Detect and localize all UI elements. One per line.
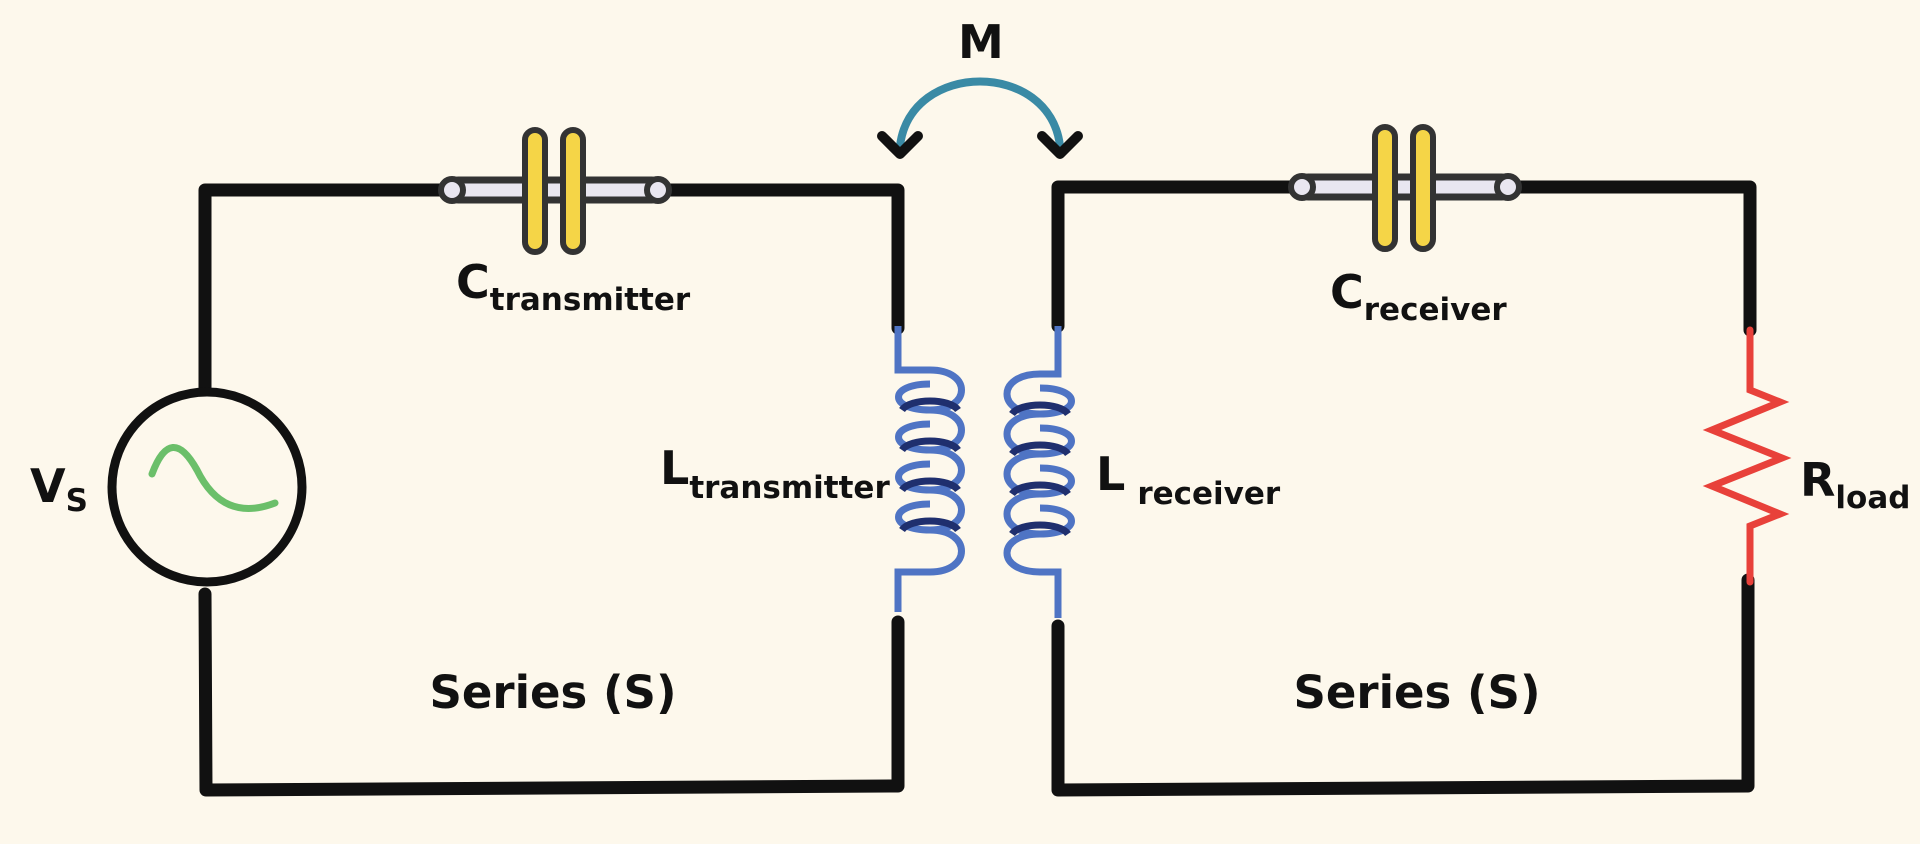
tx-wire-left-top — [198, 183, 459, 399]
series-label-receiver: Series (S) — [1293, 666, 1540, 719]
rx-wire-left-top — [1051, 180, 1309, 333]
resistor-icon — [1702, 326, 1792, 586]
rx-wire-right-top — [1501, 180, 1757, 337]
rx-wire-bottom — [1051, 573, 1755, 797]
source-label-main: V — [30, 459, 66, 513]
tx-wire-right-top — [651, 183, 905, 335]
r-sub: load — [1835, 480, 1910, 516]
capacitor-icon — [438, 127, 672, 255]
capacitor-transmitter-label: Ctransmitter — [456, 255, 691, 318]
l-rx-main: L — [1096, 447, 1125, 501]
ac-voltage-source-icon — [107, 387, 307, 587]
r-main: R — [1800, 453, 1835, 507]
capacitor-icon — [1288, 124, 1522, 252]
c-rx-main: C — [1330, 265, 1364, 319]
c-tx-sub: transmitter — [490, 282, 691, 318]
mutual-inductance-arrow-icon — [877, 77, 1083, 159]
l-rx-sub: receiver — [1137, 476, 1281, 512]
l-tx-sub: transmitter — [689, 470, 890, 506]
transmitter-circuit — [107, 127, 965, 797]
receiver-circuit — [1003, 124, 1792, 797]
inductor-coil-icon — [1003, 326, 1075, 618]
l-tx-main: L — [660, 441, 689, 495]
inductor-coil-icon — [894, 326, 965, 612]
c-tx-main: C — [456, 255, 490, 309]
source-label-sub: S — [66, 483, 88, 519]
resistor-load-label: Rload — [1800, 453, 1910, 516]
c-rx-sub: receiver — [1364, 292, 1508, 328]
capacitor-receiver-label: Creceiver — [1330, 265, 1507, 328]
series-label-transmitter: Series (S) — [429, 666, 676, 719]
source-label: VS — [30, 459, 88, 519]
tx-wire-bottom — [198, 587, 905, 797]
mutual-inductance-label: M — [958, 15, 1004, 69]
inductor-transmitter-label: Ltransmitter — [660, 441, 890, 506]
